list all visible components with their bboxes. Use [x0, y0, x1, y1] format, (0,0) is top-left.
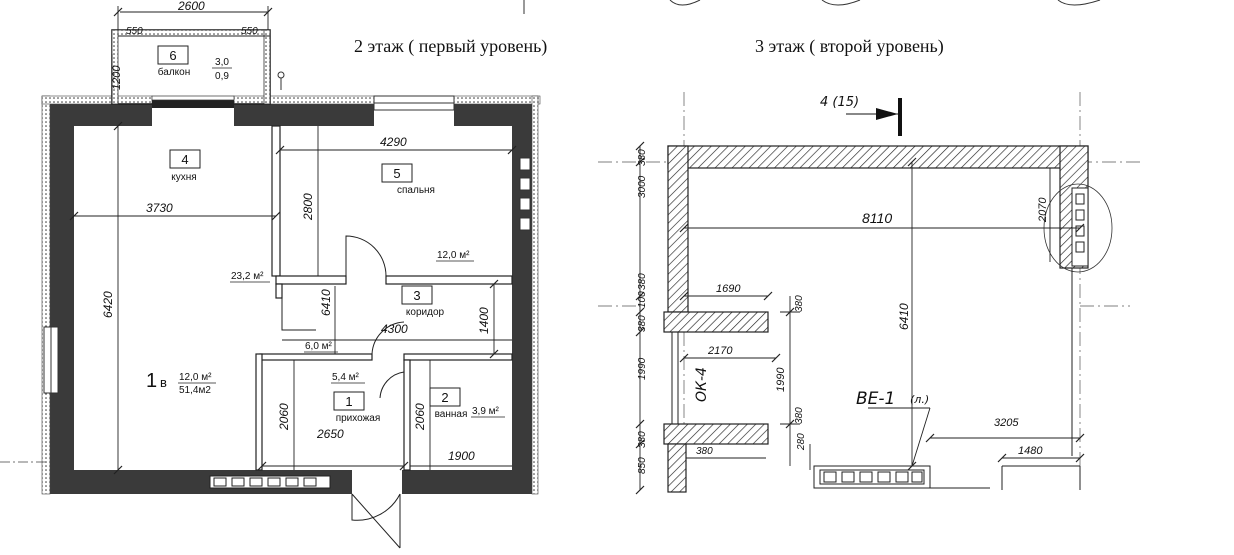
dim-corridor-left: 6410 [319, 289, 333, 316]
dim-corridor-width: 4300 [381, 322, 408, 336]
bath-number: 2 [441, 390, 448, 405]
apartment-total-area: 51,4м2 [179, 385, 211, 396]
corridor-name: коридор [406, 307, 445, 318]
dim-left-1990: 1990 [637, 357, 648, 380]
dim-hall-depth: 2060 [277, 403, 291, 431]
vent-mark-sub: (л.) [910, 393, 929, 406]
dim-overall-width: 8110 [862, 210, 892, 226]
right-dimension-lines [639, 146, 1080, 490]
right-floor-plan: 4 (15) [598, 92, 1140, 495]
corridor-number-box [401, 285, 433, 305]
window-mark: ОК-4 [694, 367, 710, 402]
corridor-number: 3 [413, 288, 420, 303]
dim-bedroom-width: 4290 [380, 135, 407, 149]
dim-bath-depth: 2060 [413, 403, 427, 431]
dim-280: 280 [796, 433, 807, 451]
dim-overall-depth-right: 6410 [897, 303, 911, 330]
hall-area: 5,4 м² [332, 372, 360, 383]
apartment-type: в [160, 375, 167, 390]
balcony-area-reduced: 0,9 [215, 71, 229, 82]
bedroom-number: 5 [393, 166, 400, 181]
hall-number: 1 [345, 394, 352, 409]
hall-name: прихожая [336, 413, 381, 424]
apartment-number: 1 [146, 370, 157, 392]
apartment-living-area: 12,0 м² [179, 372, 212, 383]
dim-2070: 2070 [1037, 197, 1049, 223]
dim-380-b: 380 [794, 407, 805, 424]
interior-walls [255, 125, 513, 471]
bedroom-area: 12,0 м² [437, 250, 470, 261]
dim-balcony-width: 2600 [177, 0, 205, 13]
left-window [43, 326, 59, 394]
dim-1690: 1690 [716, 283, 741, 295]
dim-left-380-b: 380 [637, 273, 648, 290]
dim-380-a: 380 [794, 295, 805, 312]
dim-left-380-d: 380 [637, 431, 648, 448]
section-mark: 4 (15) [820, 95, 859, 110]
balcony-name: балкон [158, 66, 190, 78]
left-dimension-lines [74, 6, 512, 470]
bottom-radiator [209, 475, 331, 489]
dim-bath-width: 1900 [448, 449, 475, 463]
kitchen-number-box [169, 149, 201, 169]
section-arrow-icon [876, 108, 898, 120]
bedroom-name: спальня [397, 185, 435, 196]
left-floor-plan: 2600 550 550 1200 6 балкон 3,0 0,9 4 кух… [0, 0, 1101, 549]
left-dimension-ticks [69, 7, 517, 475]
top-window [373, 95, 455, 111]
dim-hall-width: 2650 [316, 427, 344, 441]
right-vent-stack [1071, 187, 1089, 267]
balcony-number-box [157, 45, 189, 65]
outer-walls [50, 104, 532, 494]
kitchen-number: 4 [181, 152, 188, 167]
dim-bedroom-depth: 2800 [301, 193, 315, 221]
left-plan-title: 2 этаж ( первый уровень) [354, 36, 548, 56]
dim-kitchen-width: 3730 [146, 201, 173, 215]
balcony-area: 3,0 [215, 57, 229, 68]
dim-balcony-left: 550 [126, 26, 143, 37]
kitchen-area: 23,2 м² [231, 271, 264, 282]
dim-1990-right: 1990 [775, 367, 787, 392]
dim-1480: 1480 [1018, 445, 1043, 457]
dim-left-850: 850 [637, 457, 648, 474]
bath-number-box [429, 387, 461, 407]
dim-left-100: 100 [637, 291, 648, 308]
dim-left-380-a: 380 [637, 149, 648, 166]
right-windows [519, 157, 531, 231]
bath-area: 3,9 м² [472, 406, 500, 417]
section-cut-line [898, 98, 902, 136]
kitchen-name: кухня [171, 172, 196, 183]
vent-unit [813, 465, 931, 489]
dim-3205: 3205 [994, 417, 1019, 429]
right-dimension-ticks [635, 141, 1085, 495]
dim-balcony-right: 550 [241, 26, 258, 37]
balcony-number: 6 [169, 48, 176, 63]
hall-number-box [333, 391, 365, 411]
door-swings [281, 235, 405, 549]
bath-name: ванная [435, 409, 468, 420]
dim-left-3000: 3000 [637, 175, 648, 198]
dim-overall-depth: 6420 [101, 291, 115, 318]
dim-corridor-depth: 1400 [477, 307, 491, 334]
corridor-area: 6,0 м² [305, 341, 333, 352]
vent-mark: ВЕ-1 [856, 389, 895, 409]
dim-left-380-c: 380 [637, 315, 648, 332]
dim-2170: 2170 [707, 345, 733, 357]
dim-balcony-depth: 1200 [111, 65, 123, 90]
right-walls [663, 145, 1089, 493]
bedroom-number-box [381, 163, 413, 183]
dim-380-c: 380 [696, 446, 713, 457]
right-plan-title: 3 этаж ( второй уровень) [755, 36, 944, 56]
